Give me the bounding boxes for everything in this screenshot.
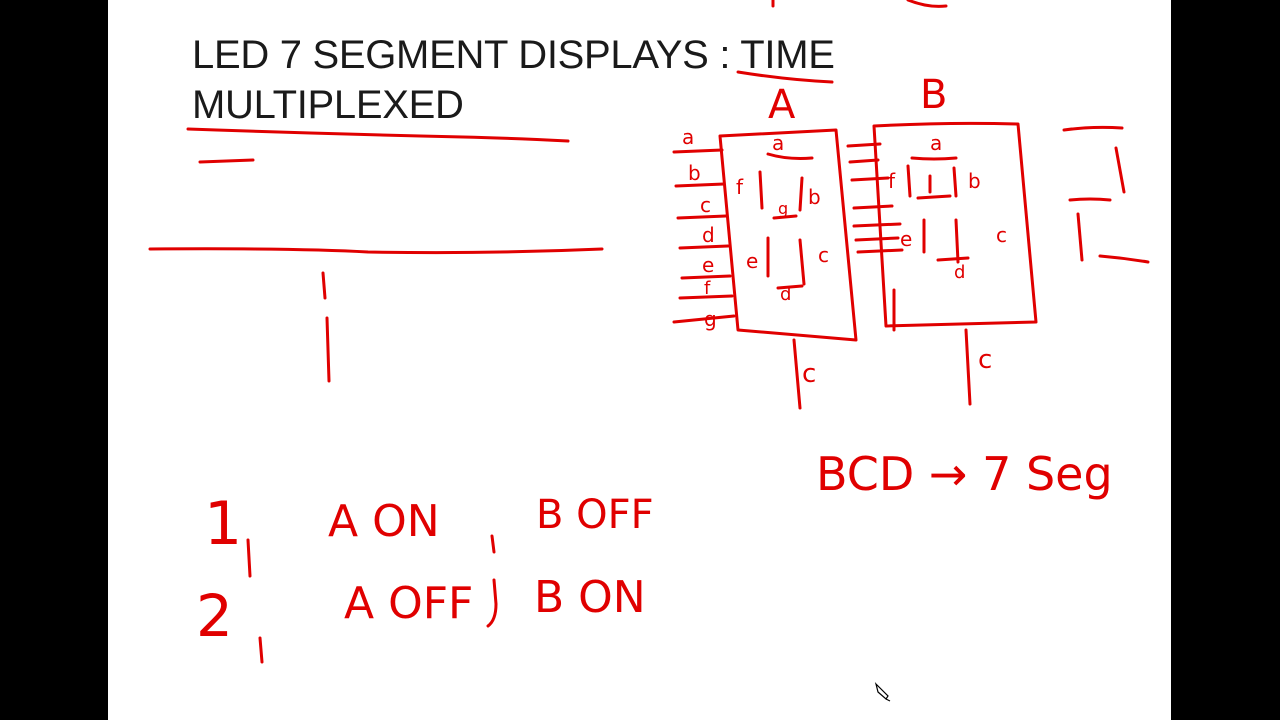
display-a-pin-a xyxy=(672,148,724,154)
display-a-text-c: c xyxy=(818,243,829,267)
ink-title-underline xyxy=(186,127,570,143)
ink-vertical-bar xyxy=(325,316,331,383)
display-b-seg-g xyxy=(916,194,952,200)
pin-label-f: f xyxy=(704,278,711,299)
display-b-box xyxy=(872,121,1038,328)
pen-cursor-icon xyxy=(874,682,891,702)
digit-one-top xyxy=(1062,125,1124,132)
display-b-common-label: c xyxy=(978,345,992,375)
display-a-common-label: c xyxy=(802,359,816,389)
slide-title: LED 7 SEGMENT DISPLAYS : TIME MULTIPLEXE… xyxy=(192,30,872,130)
display-a-label: A xyxy=(768,82,796,128)
pin-label-c: c xyxy=(700,193,711,217)
display-a-text-g: g xyxy=(778,199,788,218)
display-b-text-e: e xyxy=(900,227,912,251)
ink-annotations: A B a f b g e c d xyxy=(148,0,1150,664)
step-1-a-on: A ON xyxy=(328,496,440,547)
display-b-text-d: d xyxy=(954,262,965,283)
ink-horizontal-line xyxy=(148,247,604,255)
bus-line-4 xyxy=(852,204,894,210)
bus-line-3 xyxy=(850,176,890,182)
bus-line-2 xyxy=(848,158,880,164)
display-a-seg-d xyxy=(776,284,804,290)
display-a-pin-f xyxy=(678,294,734,300)
step-1-separator xyxy=(490,534,496,554)
digit-one-stroke xyxy=(1114,146,1126,194)
bus-line-5 xyxy=(852,222,902,228)
display-a-text-a: a xyxy=(772,131,784,155)
step-1-number: 1 xyxy=(204,489,242,559)
display-a-text-e: e xyxy=(746,249,758,273)
digit-two-left xyxy=(1076,212,1084,262)
display-a-seg-g xyxy=(772,214,798,220)
display-b-seg-f xyxy=(906,164,912,198)
ink-title-underline-3 xyxy=(736,70,834,84)
display-b-seg-d xyxy=(936,256,970,262)
ink-vertical-bar-top xyxy=(321,271,327,300)
step-2-comma xyxy=(258,636,264,664)
pin-label-a: a xyxy=(682,125,694,149)
step-2-number: 2 xyxy=(196,582,233,650)
display-a-pin-e xyxy=(680,274,732,280)
display-a-text-d: d xyxy=(780,284,791,305)
display-b-seg-a xyxy=(910,156,958,161)
display-b-text-a: a xyxy=(930,131,942,155)
title-line-2: MULTIPLEXED xyxy=(192,83,464,127)
ink-top-mark-2 xyxy=(906,0,948,8)
step-2-b-on: B ON xyxy=(534,572,646,623)
display-a-pin-b xyxy=(674,182,726,188)
step-2-a-off: A OFF xyxy=(344,578,473,629)
whiteboard-slide[interactable]: LED 7 SEGMENT DISPLAYS : TIME MULTIPLEXE… xyxy=(108,0,1171,720)
title-line-1: LED 7 SEGMENT DISPLAYS : TIME xyxy=(192,33,835,77)
bus-line-6 xyxy=(854,236,900,242)
display-b-common-line xyxy=(964,328,972,406)
display-b-seg-b xyxy=(952,166,958,198)
step-1-comma xyxy=(246,538,252,578)
display-a-seg-a xyxy=(766,152,814,160)
ink-title-underline-2 xyxy=(198,158,255,164)
step-2-separator xyxy=(486,578,498,628)
digit-two-mid xyxy=(1068,197,1112,202)
display-b-text-b: b xyxy=(968,169,981,193)
display-b-seg-c xyxy=(954,218,960,264)
step-1-b-off: B OFF xyxy=(536,492,654,538)
display-a-common-line xyxy=(792,338,802,410)
display-a-box xyxy=(718,128,858,342)
display-a-pin-g xyxy=(672,314,736,324)
display-a-pin-c xyxy=(676,214,728,220)
display-a-seg-f xyxy=(758,170,764,210)
digit-two-bottom xyxy=(1098,254,1150,264)
converter-label: BCD → 7 Seg xyxy=(816,447,1113,501)
pin-label-d: d xyxy=(702,223,715,247)
display-a-text-f: f xyxy=(736,175,744,199)
display-a-seg-c xyxy=(798,238,806,286)
pin-label-b: b xyxy=(688,161,701,185)
pin-label-e: e xyxy=(702,253,714,277)
display-a-pin-d xyxy=(678,244,730,250)
pin-label-g: g xyxy=(704,307,717,331)
display-b-text-f: f xyxy=(888,169,896,193)
display-b-text-c: c xyxy=(996,223,1007,247)
display-a-text-b: b xyxy=(808,185,821,209)
display-b-label: B xyxy=(920,72,947,118)
display-a-seg-b xyxy=(798,176,804,212)
